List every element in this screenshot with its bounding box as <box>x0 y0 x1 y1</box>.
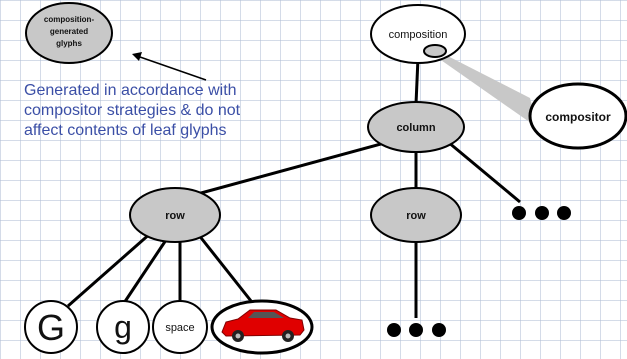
compositor-pointer <box>423 44 447 58</box>
column-node: column <box>367 101 465 153</box>
composition-label: composition <box>389 29 448 41</box>
ellipsis-row-children <box>387 323 446 337</box>
edge-composition-column <box>414 57 420 105</box>
legend-label-line3: glyphs <box>56 39 82 48</box>
leaf-small-g-label: g <box>114 309 132 345</box>
leaf-capital-g-label: G <box>37 307 65 348</box>
compositor-callout <box>432 48 538 128</box>
legend-composition-generated: composition- generated glyphs <box>25 2 113 64</box>
annotation-line3: affect contents of leaf glyphs <box>24 122 227 139</box>
edge-row-capital-g <box>67 230 153 308</box>
row-left-label: row <box>165 210 185 222</box>
composition-node: composition <box>370 4 466 64</box>
row-node-middle: row <box>370 187 462 243</box>
leaf-capital-g: G <box>24 300 78 354</box>
tree-edges <box>67 57 521 318</box>
leaf-small-g: g <box>96 300 150 354</box>
leaf-space-label: space <box>165 322 194 334</box>
annotation-text: Generated in accordance with compositor … <box>24 81 324 141</box>
annotation-line2: compositor strategies & do not <box>24 102 241 119</box>
annotation-line1: Generated in accordance with <box>24 82 237 99</box>
edge-row-small-g <box>120 239 168 307</box>
leaf-space: space <box>152 300 208 354</box>
annotation-arrow <box>132 52 207 81</box>
legend-label-line2: generated <box>50 27 88 36</box>
edge-column-ellipsis <box>447 140 521 204</box>
edge-column-row-left <box>189 140 389 198</box>
compositor-node: compositor <box>528 82 627 150</box>
row-middle-label: row <box>406 210 426 222</box>
car-icon <box>221 309 305 342</box>
ellipsis-column-children <box>512 206 571 220</box>
row-node-left: row <box>129 187 221 243</box>
compositor-label: compositor <box>545 110 611 124</box>
leaf-car <box>210 299 314 355</box>
edge-row-car <box>196 233 257 307</box>
legend-label-line1: composition- <box>44 15 95 24</box>
column-label: column <box>396 122 435 134</box>
